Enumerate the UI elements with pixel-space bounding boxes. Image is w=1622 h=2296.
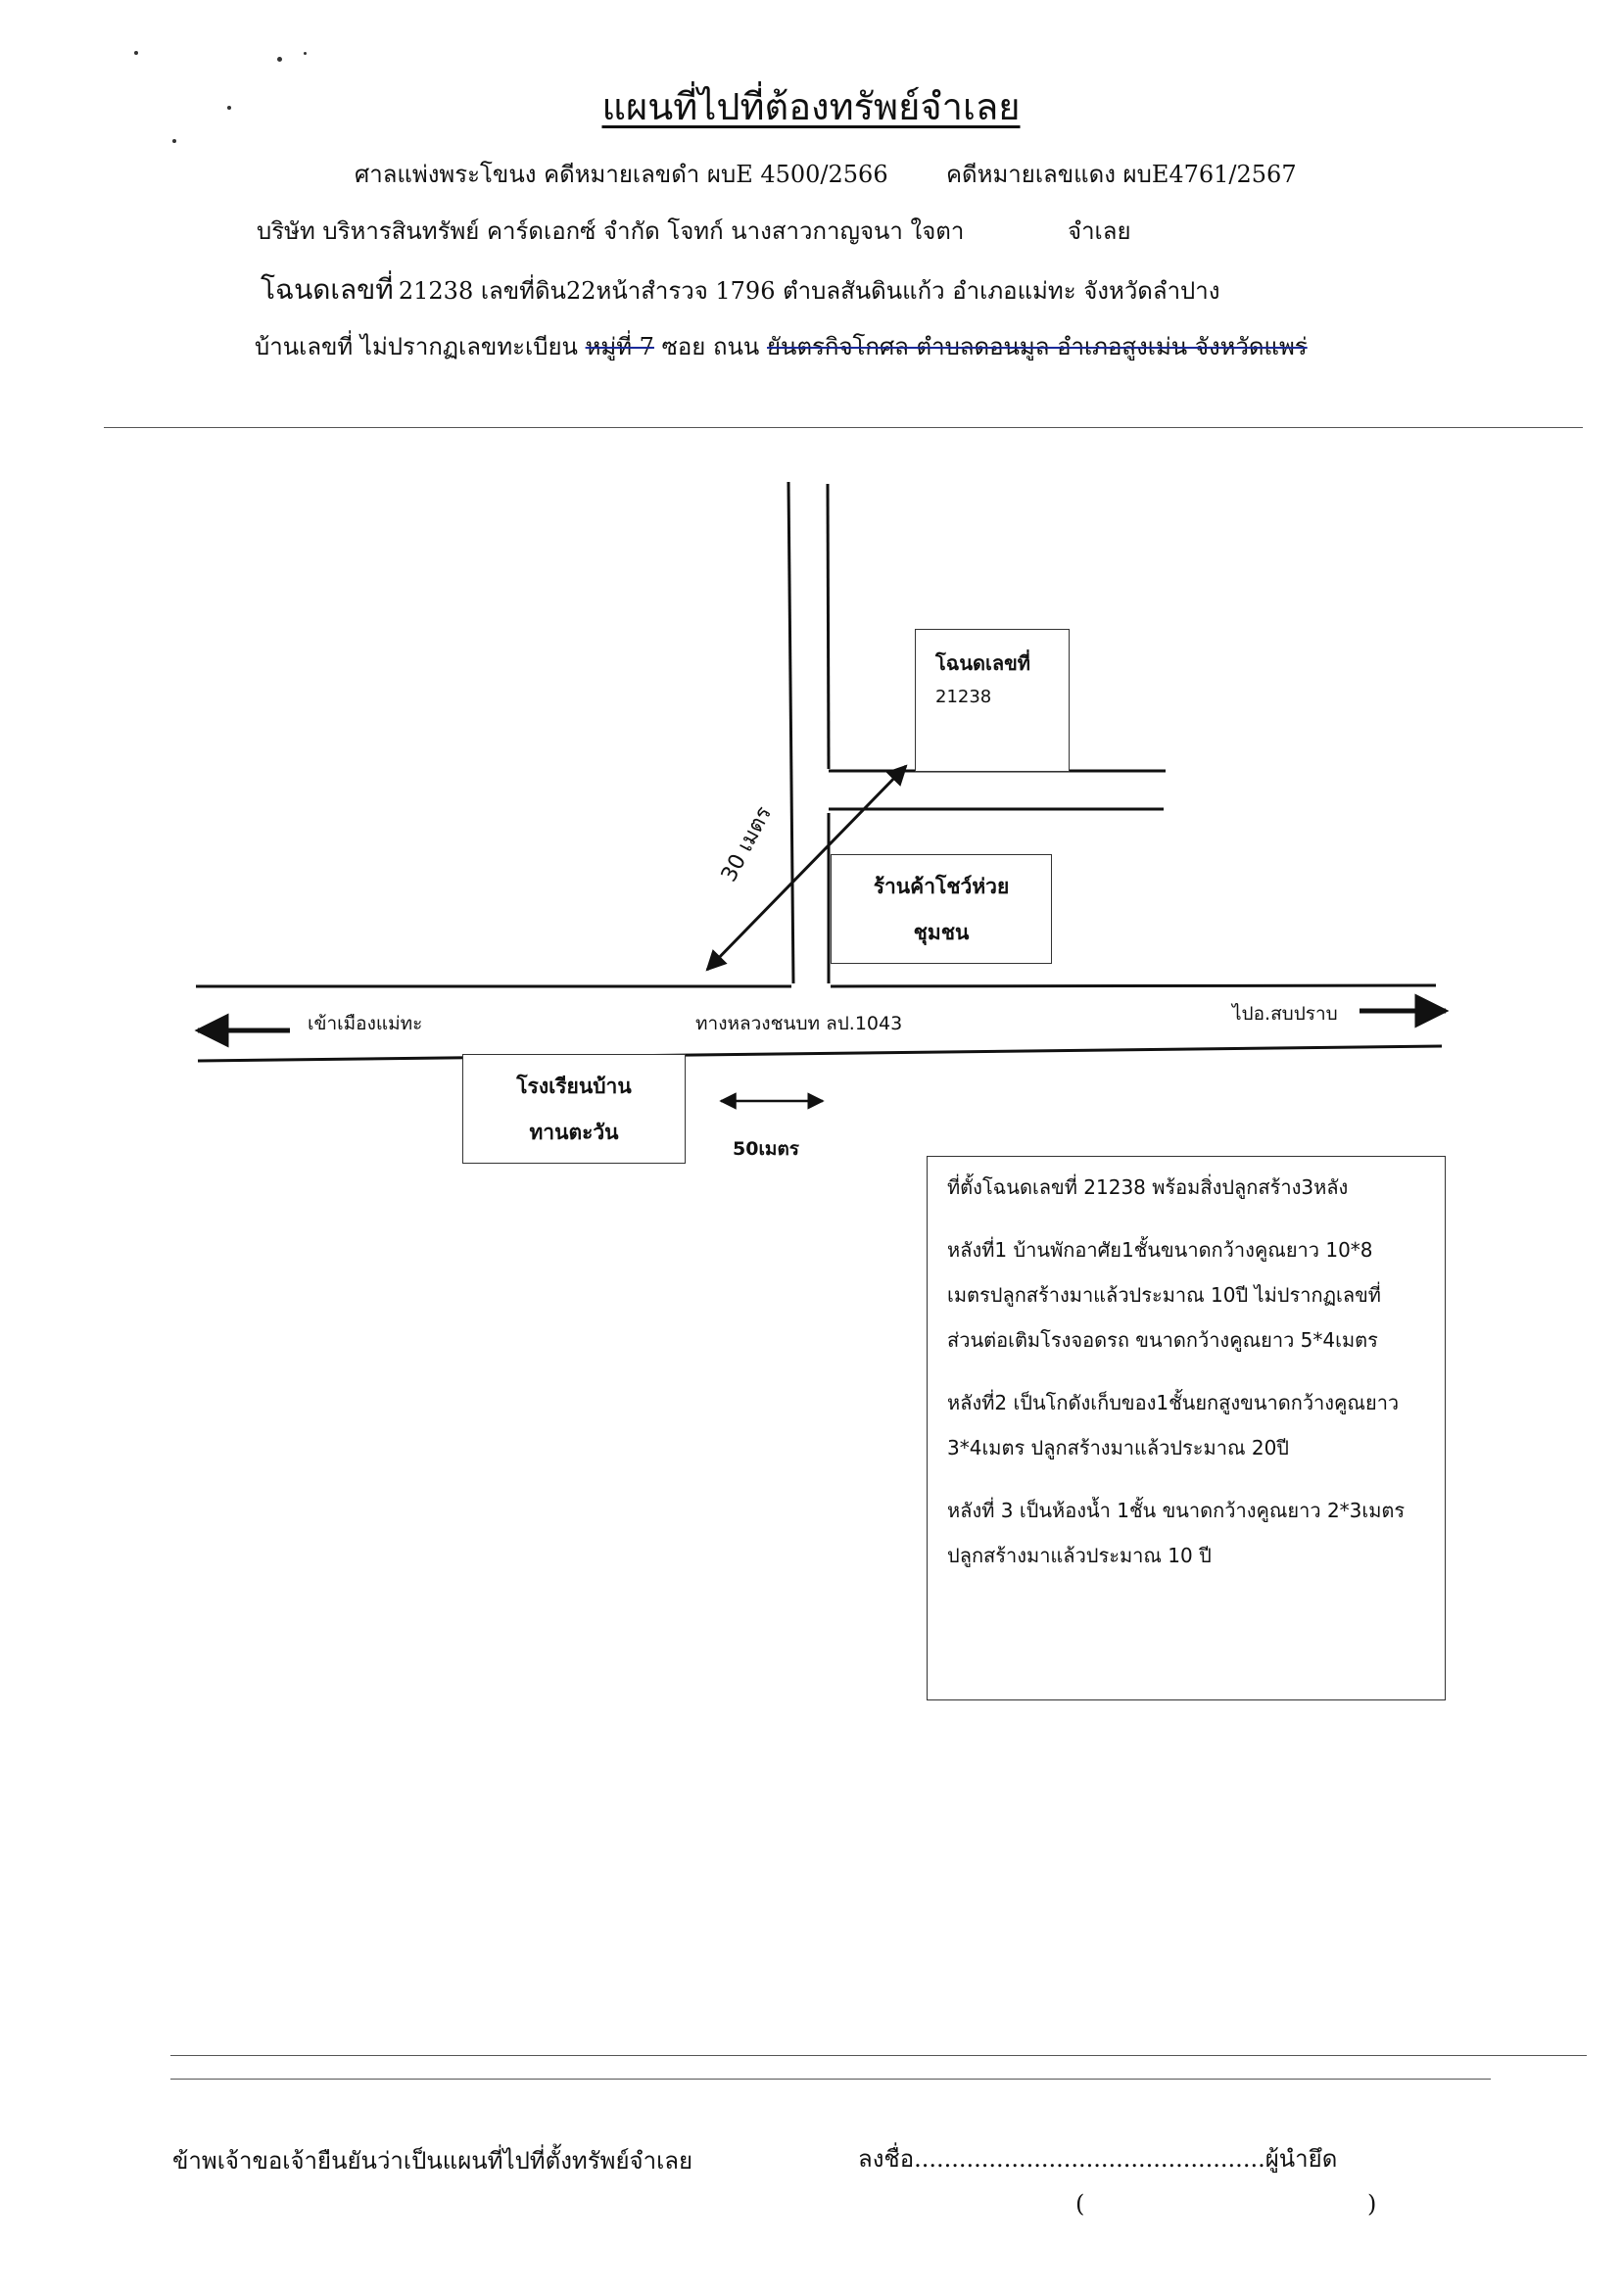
notes-line: ส่วนต่อเติมโรงจอดรถ ขนาดกว้างคูณยาว 5*4เ…: [947, 1328, 1378, 1352]
scan-speck: [304, 52, 307, 55]
scan-speck: [134, 51, 138, 55]
deed-plot-box: โฉนดเลขที่ 21238: [915, 629, 1070, 772]
address-line: บ้านเลขที่ ไม่ปรากฏเลขทะเบียน หมู่ที่ 7 …: [255, 327, 1308, 365]
page-title: แผนที่ไปที่ต้องทรัพย์จำเลย: [601, 85, 1021, 128]
notes-line: ที่ตั้งโฉนดเลขที่ 21238 พร้อมสิ่งปลูกสร้…: [947, 1175, 1349, 1199]
scan-speck: [277, 57, 282, 62]
deed-label: โฉนดเลขที่: [261, 273, 394, 306]
main-road-bottom-edge: [197, 1044, 1443, 1063]
name-paren-close: ): [1367, 2190, 1377, 2218]
deed-plot-number: 21238: [935, 687, 992, 707]
side-road-left-edge: [787, 481, 795, 984]
address-mid: ซอย ถนน: [661, 333, 760, 360]
defendant-label: จำเลย: [1068, 217, 1131, 245]
notes-line: หลังที่2 เป็นโกดังเก็บของ1ชั้นยกสูงขนาดก…: [947, 1391, 1400, 1414]
road-left-label: เข้าเมืองแม่ทะ: [308, 1013, 423, 1034]
signature-dots: ........................................…: [914, 2145, 1265, 2173]
notes-line: ปลูกสร้างมาแล้วประมาณ 10 ปี: [947, 1544, 1212, 1567]
school-box: โรงเรียนบ้าน ทานตะวัน: [462, 1054, 686, 1164]
red-case-number: คดีหมายเลขแดง ผบE4761/2567: [946, 161, 1297, 188]
road-name-label: ทางหลวงชนบท ลป.1043: [695, 1013, 903, 1034]
address-moo-struck: หมู่ที่ 7: [585, 333, 654, 360]
parties-line: บริษัท บริหารสินทรัพย์ คาร์ดเอกซ์ จำกัด …: [257, 217, 965, 245]
side-road-right-edge-upper: [826, 483, 831, 770]
signature-label: ลงชื่อ: [858, 2145, 915, 2173]
address-prefix: บ้านเลขที่ ไม่ปรากฏเลขทะเบียน: [255, 333, 578, 360]
scan-speck: [172, 139, 176, 143]
property-notes-box: ที่ตั้งโฉนดเลขที่ 21238 พร้อมสิ่งปลูกสร้…: [927, 1156, 1446, 1700]
road-right-label: ไปอ.สบปราบ: [1232, 1003, 1338, 1025]
signature-line: ลงชื่อ..................................…: [858, 2139, 1337, 2177]
shop-name-line1: ร้านค้าโชว์ห่วย: [873, 875, 1010, 898]
address-road-struck: ยันตรกิจโกศล ตำบลดอนมูล อำเภอสูงเม่น จัง…: [766, 333, 1308, 360]
name-paren-open: (: [1075, 2190, 1085, 2218]
scan-speck: [227, 106, 231, 110]
confirmation-statement: ข้าพเจ้าขอเจ้ายืนยันว่าเป็นแผนที่ไปที่ตั…: [172, 2147, 693, 2175]
school-name-line2: ทานตะวัน: [529, 1121, 619, 1144]
deed-details: 21238 เลขที่ดิน22หน้าสำรวจ 1796 ตำบลสันด…: [398, 277, 1220, 305]
signature-role: ผู้นำยึด: [1264, 2145, 1338, 2173]
footer-divider-1: [170, 2055, 1587, 2056]
school-name-line1: โรงเรียนบ้าน: [516, 1075, 632, 1098]
deed-line: โฉนดเลขที่ 21238 เลขที่ดิน22หน้าสำรวจ 17…: [261, 268, 1220, 311]
notes-line: 3*4เมตร ปลูกสร้างมาแล้วประมาณ 20ปี: [947, 1436, 1290, 1459]
grocery-shop-box: ร้านค้าโชว์ห่วย ชุมชน: [831, 854, 1052, 964]
notes-line: เมตรปลูกสร้างมาแล้วประมาณ 10ปี ไม่ปรากฏเ…: [947, 1283, 1381, 1307]
notes-line: หลังที่ 3 เป็นห้องน้ำ 1ชั้น ขนาดกว้างคูณ…: [947, 1499, 1406, 1522]
main-road-top-right: [830, 983, 1437, 988]
notes-line: หลังที่1 บ้านพักอาศัย1ชั้นขนาดกว้างคูณยา…: [947, 1238, 1373, 1262]
shop-name-line2: ชุมชน: [913, 921, 970, 944]
distance-50m-label: 50เมตร: [733, 1138, 800, 1160]
deed-plot-label: โฉนดเลขที่: [935, 651, 1030, 675]
header-divider: [104, 427, 1583, 428]
court-line: ศาลแพ่งพระโขนง คดีหมายเลขดำ ผบE 4500/256…: [355, 161, 888, 188]
distance-30m-arrow: [705, 764, 908, 972]
footer-divider-2: [170, 2079, 1491, 2080]
